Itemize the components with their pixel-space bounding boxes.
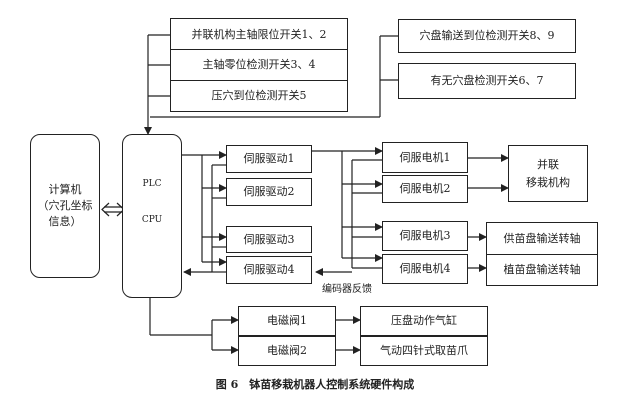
encoder-feedback-label: 编码器反馈 (322, 284, 372, 295)
solenoid-valve-1: 电磁阀1 (238, 306, 336, 336)
servo-drive-4: 伺服驱动4 (226, 256, 312, 284)
servo-motor-1: 伺服电机1 (382, 142, 468, 173)
sensor-tray-conveyed-switch: 穴盘输送到位检测开关8、9 (398, 19, 576, 53)
cpu-label: CPU (141, 215, 163, 225)
sensor-press-switch: 压穴到位检测开关5 (170, 80, 348, 112)
servo-motor-2: 伺服电机2 (382, 175, 468, 203)
sensor-spindle-zero-switch: 主轴零位检测开关3、4 (170, 49, 348, 81)
servo-drive-3: 伺服驱动3 (226, 226, 312, 253)
servo-motor-4: 伺服电机4 (382, 254, 468, 284)
planting-tray-shaft: 植苗盘输送转轴 (486, 254, 598, 286)
pneumatic-gripper: 气动四针式取苗爪 (360, 336, 488, 366)
plc-label: PLC (142, 179, 162, 189)
servo-drive-2: 伺服驱动2 (226, 178, 312, 206)
servo-drive-1: 伺服驱动1 (226, 145, 312, 173)
computer-box: 计算机 （穴孔坐标 信息） (30, 134, 100, 278)
plc-box: PLC CPU (122, 134, 182, 298)
supply-tray-shaft: 供苗盘输送转轴 (486, 222, 598, 255)
solenoid-valve-2: 电磁阀2 (238, 336, 336, 366)
parallel-transplant-mechanism: 并联 移栽机构 (508, 145, 588, 202)
sensor-spindle-limit-switch: 并联机构主轴限位开关1、2 (170, 18, 348, 51)
figure-caption: 图 6 钵苗移栽机器人控制系统硬件构成 (215, 378, 415, 391)
press-cylinder: 压盘动作气缸 (360, 306, 488, 336)
servo-motor-3: 伺服电机3 (382, 221, 468, 251)
sensor-tray-presence-switch: 有无穴盘检测开关6、7 (398, 63, 576, 99)
